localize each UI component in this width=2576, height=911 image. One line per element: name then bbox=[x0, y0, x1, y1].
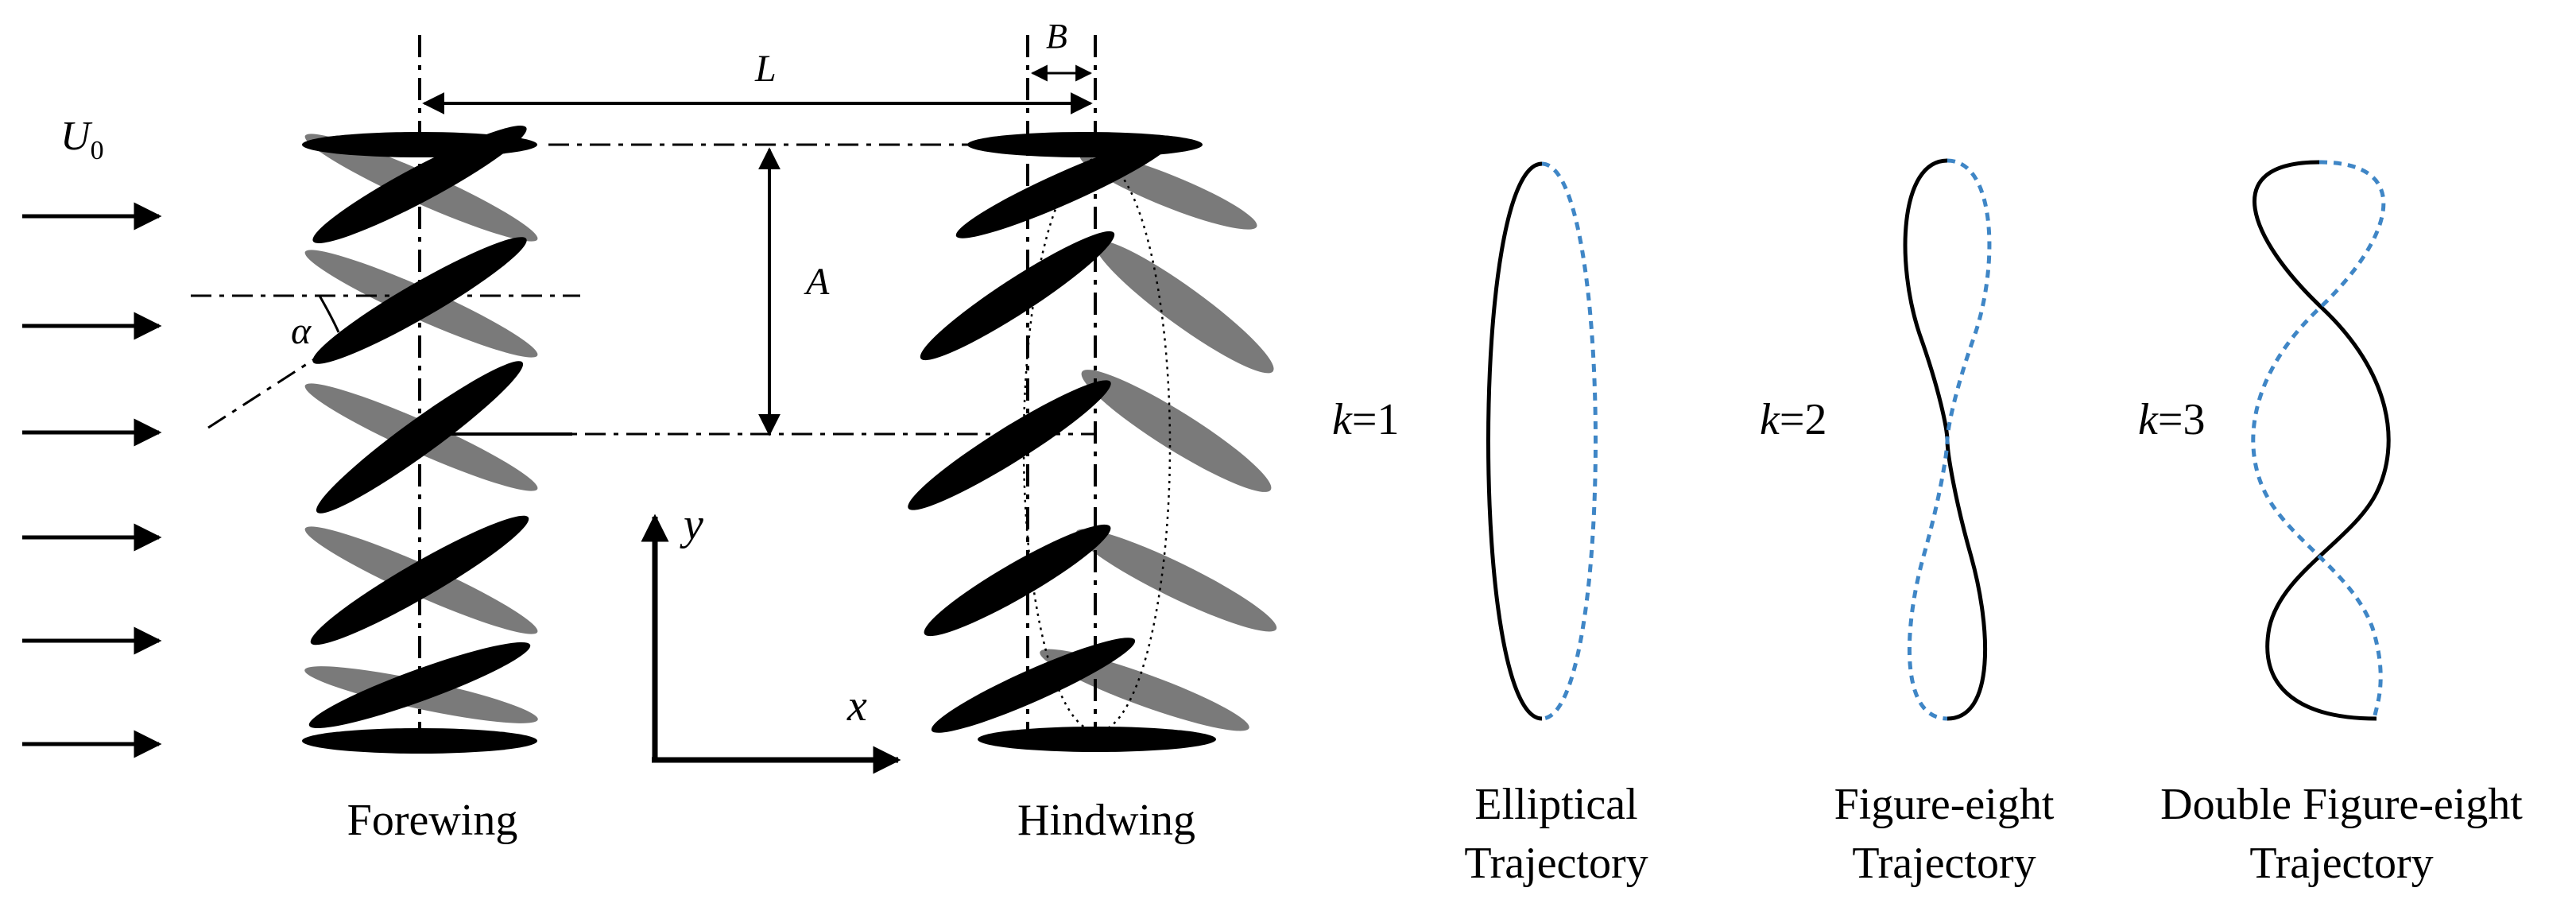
k1-caption-line1: Elliptical bbox=[1474, 780, 1637, 829]
k1-label: k=1 bbox=[1332, 395, 1399, 444]
hindwing bbox=[908, 35, 1277, 752]
k2-dashed-curve bbox=[1907, 158, 1992, 721]
k2-label: k=2 bbox=[1760, 395, 1826, 444]
hindwing-elliptical-path bbox=[1022, 157, 1172, 733]
k1-caption-line2: Trajectory bbox=[1464, 839, 1648, 888]
coordinate-axes bbox=[641, 514, 901, 774]
hindwing-label: Hindwing bbox=[1017, 796, 1195, 845]
forewing bbox=[302, 35, 538, 754]
k1-solid-half bbox=[1486, 161, 1543, 721]
k3-solid-curve bbox=[2253, 160, 2391, 721]
angle-arc bbox=[318, 295, 340, 333]
angle-label: α bbox=[291, 310, 312, 352]
k3-caption-line2: Trajectory bbox=[2249, 839, 2433, 888]
k3-caption-line1: Double Figure-eight bbox=[2160, 780, 2523, 829]
forewing-label: Forewing bbox=[347, 796, 518, 845]
k1-dashed-half bbox=[1541, 161, 1598, 721]
x-axis-label: x bbox=[846, 681, 867, 731]
freestream-label: U0 bbox=[60, 114, 104, 165]
y-axis-label: y bbox=[680, 500, 703, 549]
k3-dashed-curve bbox=[2251, 160, 2386, 721]
trajectory-k1: k=1 Elliptical Trajectory bbox=[1332, 161, 1648, 888]
chord-reference-line bbox=[207, 345, 335, 429]
k2-solid-curve bbox=[1903, 158, 1988, 721]
trajectory-k2: k=2 Figure-eight Trajectory bbox=[1760, 158, 2055, 888]
k2-caption-line2: Trajectory bbox=[1852, 839, 2036, 888]
trajectory-k3: k=3 Double Figure-eight Trajectory bbox=[2138, 160, 2523, 888]
chord-label: B bbox=[1046, 17, 1067, 56]
k2-caption-line1: Figure-eight bbox=[1834, 780, 2055, 829]
k3-label: k=3 bbox=[2138, 395, 2205, 444]
hindwing-positions bbox=[908, 132, 1216, 752]
spacing-label: L bbox=[754, 48, 777, 90]
freestream-arrows bbox=[22, 202, 162, 758]
amplitude-label: A bbox=[804, 261, 830, 303]
